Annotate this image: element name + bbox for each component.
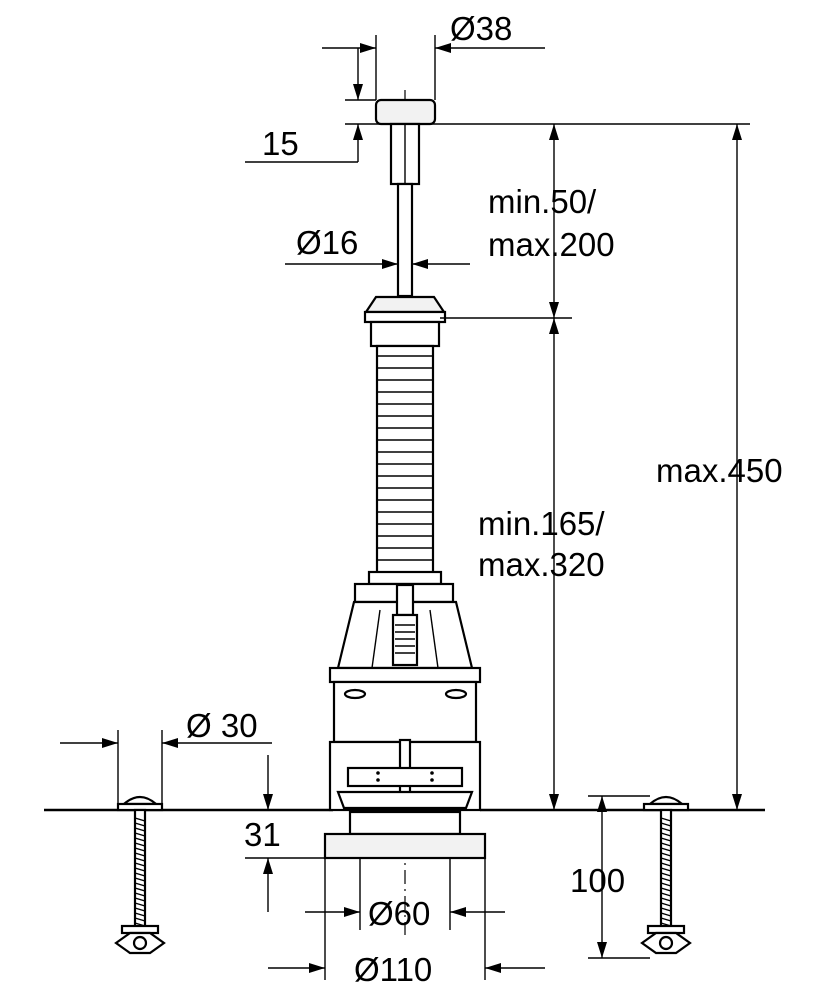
- label-body-extension-max: max.320: [478, 546, 605, 583]
- float-guide: [395, 583, 415, 617]
- dim-flange-outer-diameter: [268, 858, 545, 980]
- dim-cap-height: [245, 48, 750, 163]
- label-rod-extension-max: max.200: [488, 226, 615, 263]
- dim-total-height: [732, 124, 742, 810]
- label-flange-outer-diameter: Ø110: [354, 951, 432, 988]
- flush-valve-assembly: [323, 98, 487, 860]
- dim-body-extension: [549, 318, 559, 810]
- label-rod-diameter: Ø16: [296, 224, 358, 261]
- valve-cage-top: [328, 666, 482, 684]
- label-cap-height: 15: [262, 125, 299, 162]
- push-rod: [396, 182, 414, 298]
- label-total-height: max.450: [656, 452, 783, 489]
- push-cap: [374, 98, 437, 126]
- outlet-thread: [348, 810, 462, 836]
- label-flange-height: 31: [244, 816, 281, 853]
- tube-ribs: [377, 355, 433, 561]
- fixing-bolt-right: [640, 795, 692, 955]
- spring: [395, 624, 415, 654]
- dim-bolt-hole-diameter: [60, 730, 272, 804]
- dim-cap-diameter: [322, 35, 545, 100]
- overflow-head: [363, 295, 447, 314]
- label-rod-extension-min: min.50/: [488, 183, 597, 220]
- dim-flange-height: [245, 755, 325, 912]
- dim-bolt-length: [588, 795, 650, 959]
- housing-collar: [367, 570, 443, 586]
- dim-rod-extension: [440, 124, 572, 319]
- label-bolt-hole-diameter: Ø 30: [186, 707, 258, 744]
- float-spring-housing: [391, 613, 419, 667]
- dim-rod-diameter: [285, 259, 470, 269]
- label-bolt-length: 100: [570, 862, 625, 899]
- outlet-flange: [323, 832, 487, 860]
- label-cap-diameter: Ø38: [450, 10, 512, 47]
- label-flange-inner-diameter: Ø60: [368, 895, 430, 932]
- fixing-bolt-left: [114, 795, 166, 955]
- seal-detail: [376, 771, 434, 782]
- label-body-extension-min: min.165/: [478, 505, 605, 542]
- dim-flange-inner-diameter: [305, 858, 505, 930]
- flush-seal: [336, 790, 474, 810]
